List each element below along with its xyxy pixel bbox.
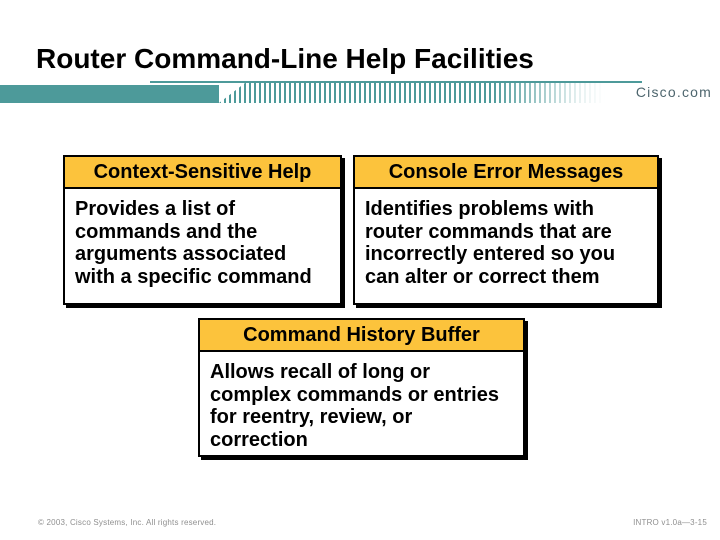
accent-bar-hairline xyxy=(150,81,642,83)
box-body-context-sensitive-help: Provides a list of commands and the argu… xyxy=(75,198,312,288)
box-header-console-error-messages: Console Error Messages xyxy=(355,157,657,189)
accent-bar-stripes xyxy=(219,83,609,103)
copyright-footer: © 2003, Cisco Systems, Inc. All rights r… xyxy=(38,518,217,527)
box-header-context-sensitive-help: Context-Sensitive Help xyxy=(65,157,340,189)
accent-bar-solid xyxy=(0,85,219,103)
cisco-com-wordmark: Cisco.com xyxy=(635,84,712,100)
box-body-command-history-buffer: Allows recall of long or complex command… xyxy=(210,361,499,451)
course-code-footer: INTRO v1.0a—3-15 xyxy=(633,518,707,527)
box-body-console-error-messages: Identifies problems with router commands… xyxy=(365,198,616,288)
info-box-context-sensitive-help: Context-Sensitive Help Provides a list o… xyxy=(63,155,342,305)
slide-title: Router Command-Line Help Facilities xyxy=(36,43,534,74)
info-box-command-history-buffer: Command History Buffer Allows recall of … xyxy=(198,318,525,457)
box-header-command-history-buffer: Command History Buffer xyxy=(200,320,523,352)
info-box-console-error-messages: Console Error Messages Identifies proble… xyxy=(353,155,659,305)
